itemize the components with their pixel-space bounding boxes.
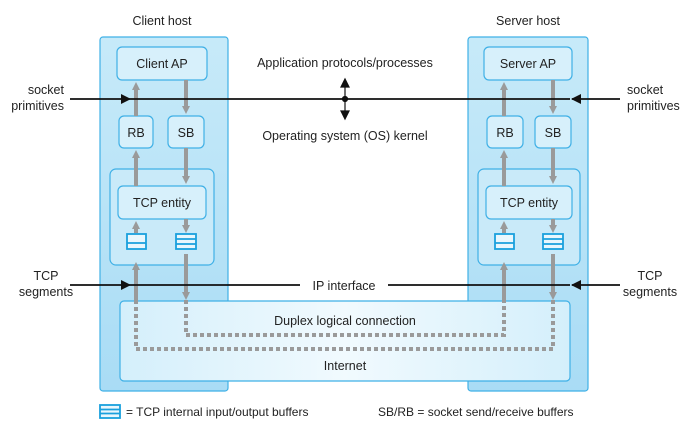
right-socket-label-2: primitives <box>627 99 680 113</box>
right-socket-label-1: socket <box>627 83 664 97</box>
server-tcp-entity-label: TCP entity <box>500 196 559 210</box>
right-tcp-label-1: TCP <box>638 269 663 283</box>
server-data-arrows <box>500 80 557 300</box>
client-ap-label: Client AP <box>136 57 187 71</box>
server-rb-label: RB <box>496 126 513 140</box>
duplex-connection-paths <box>134 300 555 351</box>
internet-label: Internet <box>324 359 367 373</box>
client-rb-label: RB <box>127 126 144 140</box>
client-tcp-entity-box <box>117 185 207 220</box>
legend-sbrb-text: SB/RB = socket send/receive buffers <box>378 405 574 419</box>
left-tcp-label-1: TCP <box>34 269 59 283</box>
legend-buffers-text: = TCP internal input/output buffers <box>126 405 308 419</box>
left-socket-label-2: primitives <box>11 99 64 113</box>
client-input-buffer-icon <box>126 233 147 250</box>
server-output-buffer-icon <box>542 233 564 250</box>
server-sb-label: SB <box>545 126 562 140</box>
client-output-buffer-icon <box>175 233 197 250</box>
duplex-connection-label: Duplex logical connection <box>274 314 416 328</box>
ip-interface-label: IP interface <box>312 279 375 293</box>
server-input-buffer-icon <box>494 233 515 250</box>
client-tcp-entity-label: TCP entity <box>133 196 192 210</box>
server-host-title: Server host <box>496 14 560 28</box>
os-kernel-label: Operating system (OS) kernel <box>262 129 427 143</box>
application-protocols-label: Application protocols/processes <box>257 56 433 70</box>
right-tcp-label-2: segments <box>623 285 677 299</box>
left-tcp-label-2: segments <box>19 285 73 299</box>
legend-buffer-icon <box>99 404 121 419</box>
left-socket-label-1: socket <box>28 83 65 97</box>
client-host-title: Client host <box>132 14 192 28</box>
client-sb-label: SB <box>178 126 195 140</box>
server-tcp-entity-box <box>485 185 573 220</box>
boundary-double-arrow <box>340 77 350 121</box>
server-ap-label: Server AP <box>500 57 556 71</box>
client-ap-box <box>116 46 208 81</box>
server-ap-box <box>483 46 573 81</box>
internet-box <box>119 300 571 382</box>
client-data-arrows <box>132 80 190 300</box>
